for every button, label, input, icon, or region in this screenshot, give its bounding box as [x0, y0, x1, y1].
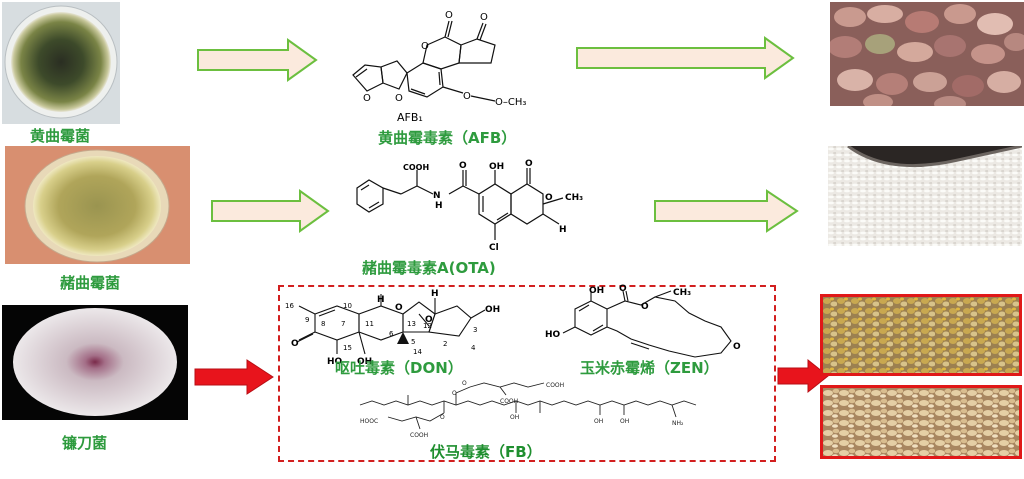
svg-text:OH: OH [594, 418, 603, 425]
zen-oh-top-label: OH [589, 286, 604, 296]
svg-text:O: O [545, 193, 553, 203]
svg-text:O: O [462, 380, 467, 387]
svg-text:O: O [425, 315, 433, 325]
don-structure-diagram: 16 O 10 9 8 7 11 H O H 12 13 O 3 4 2 6 5… [285, 289, 500, 367]
toxin-label-ota: 赭曲霉毒素A(OTA) [362, 259, 496, 277]
fusarium-toxins-box [278, 285, 776, 462]
svg-text:OH: OH [620, 418, 629, 425]
svg-text:4: 4 [471, 344, 476, 352]
svg-text:O: O [440, 414, 445, 421]
toxin-label-afb: 黄曲霉毒素（AFB） [378, 129, 517, 147]
zen-structure-diagram: OH HO O O CH₃ O [545, 284, 741, 358]
svg-text:12: 12 [423, 322, 432, 330]
svg-text:H: H [377, 295, 385, 305]
svg-text:5: 5 [411, 338, 415, 346]
svg-text:HO: HO [327, 357, 343, 367]
fungus-label-aflavus: 黄曲霉菌 [30, 127, 91, 145]
fusarium-photo [2, 305, 188, 420]
svg-text:OH: OH [357, 357, 372, 367]
svg-text:O: O [733, 342, 741, 352]
svg-text:2: 2 [443, 340, 447, 348]
svg-text:8: 8 [321, 320, 325, 328]
svg-text:NH₂: NH₂ [672, 420, 684, 427]
ota-structure-diagram: COOH N H O OH O O CH₃ H Cl [356, 159, 583, 253]
svg-text:H: H [431, 289, 439, 299]
svg-text:O: O [452, 390, 457, 397]
arrow-right-red-icon [777, 358, 829, 394]
svg-text:O: O [291, 339, 299, 349]
aspergillus-flavus-photo [2, 2, 120, 124]
ota-cl-label: Cl [489, 243, 499, 253]
corn-grain-photo [820, 294, 1022, 376]
wheat-grain-photo [820, 385, 1022, 459]
toxin-label-don: 呕吐毒素（DON） [335, 359, 463, 377]
ota-oh-label: OH [489, 162, 504, 172]
fungus-label-fusarium: 镰刀菌 [62, 434, 108, 452]
svg-text:9: 9 [305, 316, 309, 324]
svg-text:7: 7 [341, 320, 345, 328]
ota-h-label: H [559, 225, 567, 235]
toxin-label-zen: 玉米赤霉烯（ZEN） [580, 359, 719, 377]
zen-ch3-label: CH₃ [673, 288, 691, 298]
svg-text:O: O [459, 161, 467, 171]
svg-text:O: O [463, 91, 471, 102]
rice-photo [828, 146, 1022, 246]
peanuts-photo [830, 2, 1024, 106]
svg-text:O: O [363, 93, 371, 104]
aspergillus-ochraceus-photo [5, 146, 190, 264]
svg-text:O: O [395, 303, 403, 313]
arrow-right-green-icon [654, 189, 799, 233]
svg-text:10: 10 [343, 302, 352, 310]
svg-text:O: O [641, 302, 649, 312]
svg-text:O: O [445, 10, 453, 21]
svg-text:11: 11 [365, 320, 374, 328]
svg-text:O: O [619, 284, 627, 294]
arrow-right-green-icon [576, 36, 795, 80]
svg-text:6: 6 [389, 330, 394, 338]
svg-text:O: O [525, 159, 533, 169]
afb-formula-label: AFB₁ [397, 111, 423, 124]
arrow-right-red-icon [194, 359, 274, 395]
afb-structure-diagram: O O O O O O O–CH₃ AFB₁ [352, 10, 526, 124]
ota-nh-label: N [433, 191, 441, 201]
fb-structure-diagram: O O COOH COOH O HOOC COOH OH OH OH NH₂ [359, 380, 697, 439]
svg-text:13: 13 [407, 320, 416, 328]
svg-text:16: 16 [285, 302, 294, 310]
fungus-label-aochraceus: 赭曲霉菌 [60, 274, 121, 292]
svg-text:3: 3 [473, 326, 477, 334]
svg-text:15: 15 [343, 344, 352, 352]
arrow-right-green-icon [197, 38, 318, 82]
svg-text:COOH: COOH [546, 382, 564, 389]
toxin-label-fb: 伏马毒素（FB） [430, 443, 542, 461]
afb-methoxy-label: O–CH₃ [495, 97, 526, 108]
svg-text:O: O [480, 12, 488, 23]
arrow-right-green-icon [211, 189, 330, 233]
svg-text:HO: HO [545, 330, 561, 340]
svg-text:O: O [395, 93, 403, 104]
svg-text:COOH: COOH [500, 398, 518, 405]
svg-text:14: 14 [413, 348, 422, 356]
svg-text:OH: OH [510, 414, 519, 421]
svg-text:COOH: COOH [410, 432, 428, 439]
svg-text:O: O [421, 41, 429, 52]
svg-text:HOOC: HOOC [360, 418, 378, 425]
svg-text:OH: OH [485, 305, 500, 315]
ota-cooh-label: COOH [403, 163, 429, 172]
ota-nh-h-label: H [435, 201, 443, 211]
ota-methyl-label: CH₃ [565, 193, 583, 203]
